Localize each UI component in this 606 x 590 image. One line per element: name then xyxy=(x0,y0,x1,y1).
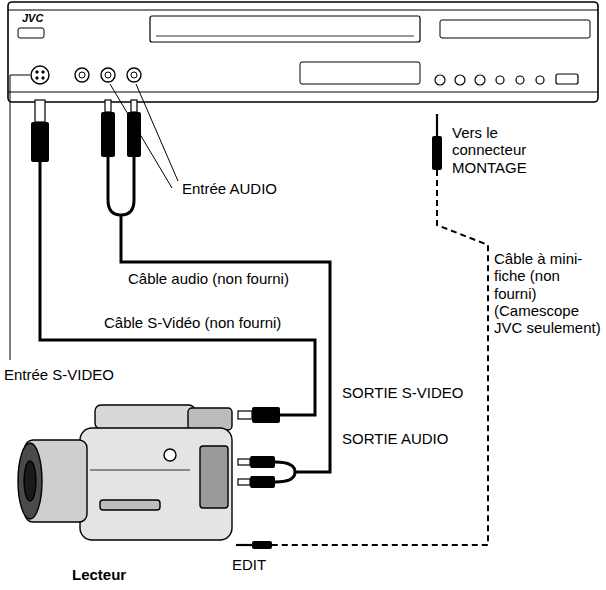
cable-note: Câble à mini-fiche (non fourni) (Camesco… xyxy=(494,250,602,336)
vcr-illustration xyxy=(8,2,598,102)
connector-note: Vers le connecteur MONTAGE xyxy=(452,124,572,176)
cables xyxy=(40,157,488,545)
output-label: SORTIE AUDIO xyxy=(342,430,448,447)
camcorder-illustration xyxy=(18,405,232,540)
brand-logo: JVC xyxy=(22,12,43,25)
audio-cable-split xyxy=(275,462,295,482)
input-label: Entrée AUDIO xyxy=(182,180,277,197)
output-label: SORTIE S-VIDEO xyxy=(342,384,463,401)
cable-label: Câble S-Vidéo (non fourni) xyxy=(104,314,281,331)
output-label: EDIT xyxy=(232,556,266,573)
device-label: Lecteur xyxy=(72,566,126,583)
input-label: Entrée S-VIDEO xyxy=(4,366,114,383)
mini-plug-cable xyxy=(272,170,488,545)
vcr-plugs xyxy=(31,100,442,170)
camcorder-plugs xyxy=(236,407,280,549)
cable-label: Câble audio (non fourni) xyxy=(128,270,289,287)
